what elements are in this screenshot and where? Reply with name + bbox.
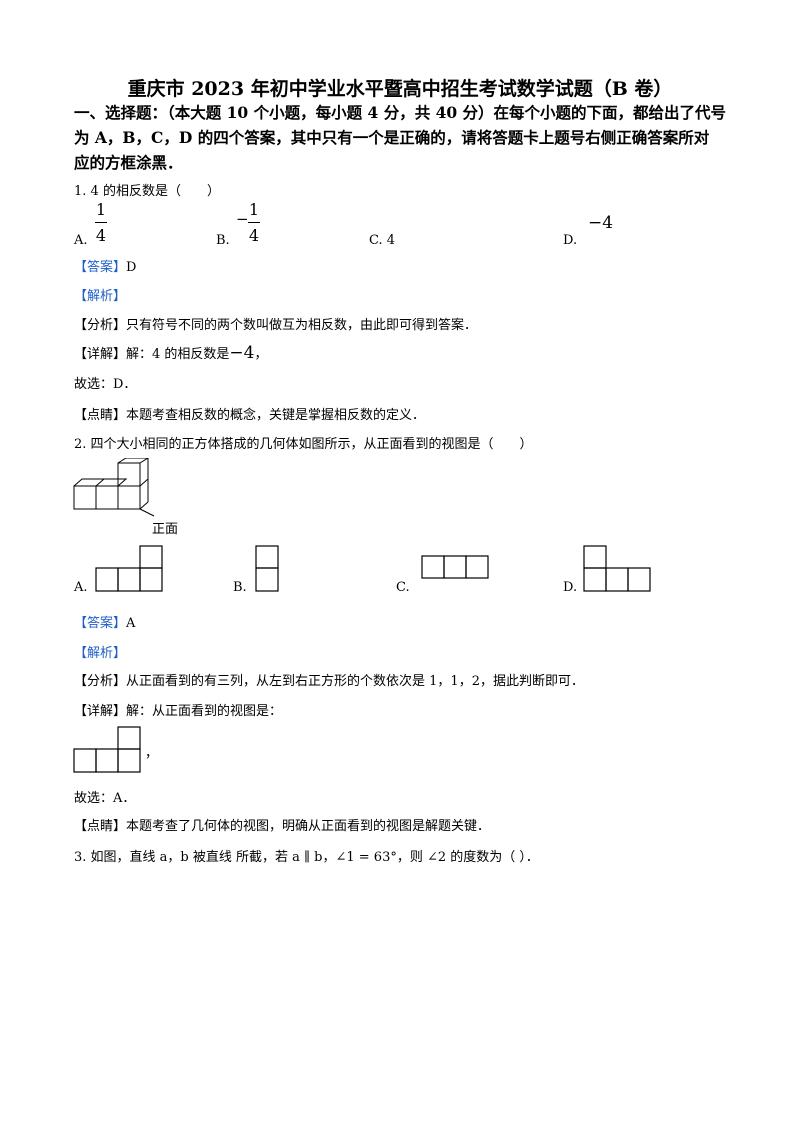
xiangjie-text: 解：4 的相反数是 xyxy=(126,347,230,362)
xiangjie-text: 解：从正面看到的视图是： xyxy=(126,704,283,719)
q1-option-a-denominator: 4 xyxy=(95,226,107,245)
q2-cube-figure xyxy=(73,458,155,517)
q2-option-a-label: A. xyxy=(74,580,88,595)
q1-xiangjie: 【详解】解：4 的相反数是−4， xyxy=(74,343,268,363)
q2-option-d-label: D. xyxy=(563,580,578,595)
xiangjie-tag: 【详解】 xyxy=(74,704,127,719)
fenxi-tag: 【分析】 xyxy=(74,674,127,689)
section-instructions-line1: 一、选择题：（本大题 10 个小题，每小题 4 分，共 40 分）在每个小题的下… xyxy=(74,103,727,122)
q1-analysis-tag: 【解析】 xyxy=(74,289,127,304)
q1-question: 1. 4 的相反数是（ ） xyxy=(74,184,220,199)
answer-value: A xyxy=(126,616,136,631)
q1-option-b-denominator: 4 xyxy=(248,226,260,245)
answer-tag: 【答案】 xyxy=(74,616,127,631)
page-title: 重庆市 2023 年初中学业水平暨高中招生考试数学试题（B 卷） xyxy=(127,78,673,100)
q3-question: 3. 如图，直线 a，b 被直线 所截，若 a ∥ b，∠1 = 63°，则 ∠… xyxy=(74,850,539,865)
answer-tag: 【答案】 xyxy=(74,260,127,275)
q1-option-a-fraction: 1 4 xyxy=(94,200,108,245)
q2-dianjing: 【点睛】本题考查了几何体的视图，明确从正面看到的视图是解题关键． xyxy=(74,815,490,834)
section-instructions-line3: 应的方框涂黑． xyxy=(74,153,183,172)
dianjing-tag: 【点睛】 xyxy=(74,408,127,423)
dianjing-text: 本题考查相反数的概念，关键是掌握相反数的定义． xyxy=(126,408,426,423)
q1-option-b-fraction: 1 4 xyxy=(247,200,261,245)
q2-xiangjie: 【详解】解：从正面看到的视图是： xyxy=(74,700,282,719)
q1-option-c: C. 4 xyxy=(369,233,396,248)
q1-option-b-label: B. xyxy=(216,233,230,248)
q2-answer: 【答案】A xyxy=(74,612,135,631)
answer-value: D xyxy=(126,260,137,275)
fraction-bar xyxy=(248,222,260,223)
q2-option-d-figure xyxy=(583,545,651,592)
dianjing-text: 本题考查了几何体的视图，明确从正面看到的视图是解题关键． xyxy=(126,819,491,834)
q2-choice: 故选：A． xyxy=(74,791,136,806)
q1-option-d-label: D. xyxy=(563,233,578,248)
q2-fenxi: 【分析】从正面看到的有三列，从左到右正方形的个数依次是 1，1，2，据此判断即可… xyxy=(74,670,584,689)
q1-dianjing: 【点睛】本题考查相反数的概念，关键是掌握相反数的定义． xyxy=(74,404,425,423)
q2-question: 2. 四个大小相同的正方体搭成的几何体如图所示，从正面看到的视图是（ ） xyxy=(74,437,533,452)
q2-option-b-figure xyxy=(255,545,279,592)
q1-option-b-numerator: 1 xyxy=(248,200,260,219)
q2-option-a-figure xyxy=(95,545,163,592)
fraction-bar xyxy=(95,222,107,223)
q2-solution-comma: ， xyxy=(145,746,159,761)
fenxi-text: 从正面看到的有三列，从左到右正方形的个数依次是 1，1，2，据此判断即可． xyxy=(126,674,584,689)
q2-option-b-label: B. xyxy=(233,580,247,595)
q1-option-a-numerator: 1 xyxy=(95,200,107,219)
fenxi-tag: 【分析】 xyxy=(74,318,127,333)
q1-option-b-sign: − xyxy=(236,210,249,228)
xiangjie-value: −4 xyxy=(229,343,255,363)
fenxi-text: 只有符号不同的两个数叫做互为相反数，由此即可得到答案． xyxy=(126,318,478,333)
q2-analysis-tag: 【解析】 xyxy=(74,646,127,661)
q1-answer: 【答案】D xyxy=(74,256,136,275)
q1-fenxi: 【分析】只有符号不同的两个数叫做互为相反数，由此即可得到答案． xyxy=(74,314,477,333)
q2-solution-figure xyxy=(73,726,141,773)
dianjing-tag: 【点睛】 xyxy=(74,819,127,834)
q1-option-a-label: A. xyxy=(74,233,88,248)
q2-front-label: 正面 xyxy=(152,522,179,537)
q1-option-d-value: −4 xyxy=(588,213,614,233)
q2-option-c-figure xyxy=(421,555,489,579)
q2-option-c-label: C. xyxy=(396,580,410,595)
xiangjie-end: ， xyxy=(254,347,268,362)
section-instructions-line2: 为 A，B，C，D 的四个答案，其中只有一个是正确的，请将答题卡上题号右侧正确答… xyxy=(74,128,710,147)
xiangjie-tag: 【详解】 xyxy=(74,347,127,362)
q1-choice: 故选：D． xyxy=(74,377,137,392)
